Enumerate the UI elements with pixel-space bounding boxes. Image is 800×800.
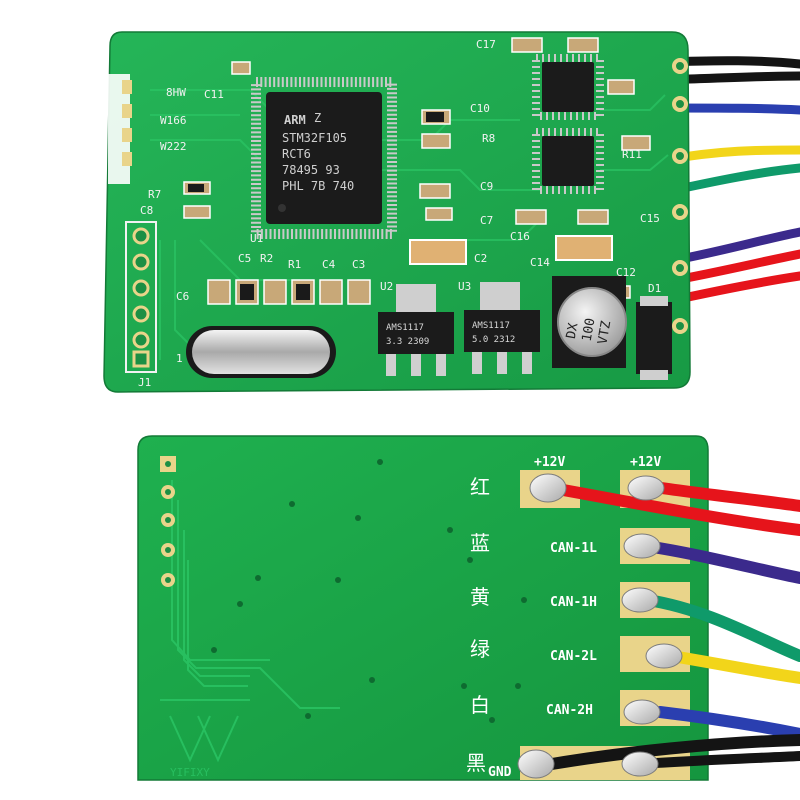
edge-connector-pads [122,80,132,166]
silk-c6: C6 [176,290,189,303]
cn-label-red: 红 [470,475,490,499]
cn-label-white: 白 [470,693,490,717]
can-transceiver-2 [532,128,604,194]
bottom-pcb [137,435,709,781]
silk-r2: R2 [260,252,273,265]
cn-label-black: 黑 [466,751,486,775]
silk-d1: D1 [648,282,661,295]
bottom-wires [534,480,800,772]
silk-r11: R11 [622,148,642,161]
silk-side-2: W166 [160,114,187,127]
yifixy-logo: YIFIXY [169,715,239,779]
pad-label-can1h: CAN-1H [550,595,597,610]
silk-c15: C15 [640,212,660,225]
cap-line-3: VTZ [595,320,614,346]
silk-c2: C2 [474,252,487,265]
cn-label-green: 绿 [470,637,490,661]
pad-label-can1l: CAN-1L [550,541,597,556]
bottom-board: YIFIXY +12V +12V CAN-1L CAN-1H CAN-2L CA… [137,435,800,781]
silk-c10: C10 [470,102,490,115]
silk-r1: R1 [288,258,301,271]
mcu-line-3: 78495 93 [282,163,340,177]
pad-label-12v-1: +12V [534,455,565,470]
regulator-3v3: AMS1117 3.3 2309 [378,284,454,376]
silk-c9: C9 [480,180,493,193]
cap-line-1: DX [564,322,582,340]
mcu-chip: ARM Z STM32F105 RCT6 78495 93 PHL 7B 740 [251,77,397,239]
silk-c12: C12 [616,266,636,279]
silk-u1: U1 [250,232,263,245]
can-transceiver-1 [532,54,604,120]
mcu-line-1: STM32F105 [282,131,347,145]
j1-pins [132,227,150,368]
regulator-5v0-line-1: AMS1117 [472,321,510,331]
electrolytic-capacitor: DX 100 VTZ [552,276,627,368]
silk-c3: C3 [352,258,365,271]
smd-passives [183,37,651,305]
silk-pin1: 1 [176,352,183,365]
regulator-5v0-line-2: 5.0 2312 [472,335,515,345]
silk-c14: C14 [530,256,550,269]
regulator-3v3-line-2: 3.3 2309 [386,337,429,347]
silk-c16: C16 [510,230,530,243]
regulator-5v0: AMS1117 5.0 2312 [464,282,540,374]
bottom-vias [211,459,527,723]
regulator-3v3-line-1: AMS1117 [386,323,424,333]
silk-c8: C8 [140,204,153,217]
mcu-line-2: RCT6 [282,147,311,161]
silk-c17: C17 [476,38,496,51]
top-silkscreen: U1 U2 U3 J1 D1 1 C2 C3 C4 C5 C6 C7 C8 C9… [138,38,661,389]
j1-outline [125,221,157,373]
pad-label-can2h: CAN-2H [546,703,593,718]
silk-j1: J1 [138,376,151,389]
cap-line-2: 100 [580,317,599,343]
diode-d1 [636,296,672,380]
silk-c5: C5 [238,252,251,265]
pad-label-gnd: GND [488,765,512,780]
silk-r7: R7 [148,188,161,201]
mcu-line-4: PHL 7B 740 [282,179,354,193]
silk-r8: R8 [482,132,495,145]
cn-label-yellow: 黄 [470,585,490,609]
silk-u2: U2 [380,280,393,293]
silk-side-1: 8HW [166,86,186,99]
logo-text: YIFIXY [170,766,210,779]
silk-c7: C7 [480,214,493,227]
pad-label-12v-2: +12V [630,455,661,470]
silk-c11: C11 [204,88,224,101]
silk-c4: C4 [322,258,336,271]
bottom-traces [160,480,340,709]
pad-label-can2l: CAN-2L [550,649,597,664]
mcu-logo: ARM [284,113,306,127]
cn-label-blue: 蓝 [470,531,490,555]
silk-u3: U3 [458,280,471,293]
top-wire-pads [672,58,688,334]
mcu-rev: Z [314,111,321,125]
top-board: ARM Z STM32F105 RCT6 78495 93 PHL 7B 740 [103,31,800,393]
solder-joints [517,473,683,779]
crystal-oscillator [186,326,336,378]
silk-side-3: W222 [160,140,187,153]
